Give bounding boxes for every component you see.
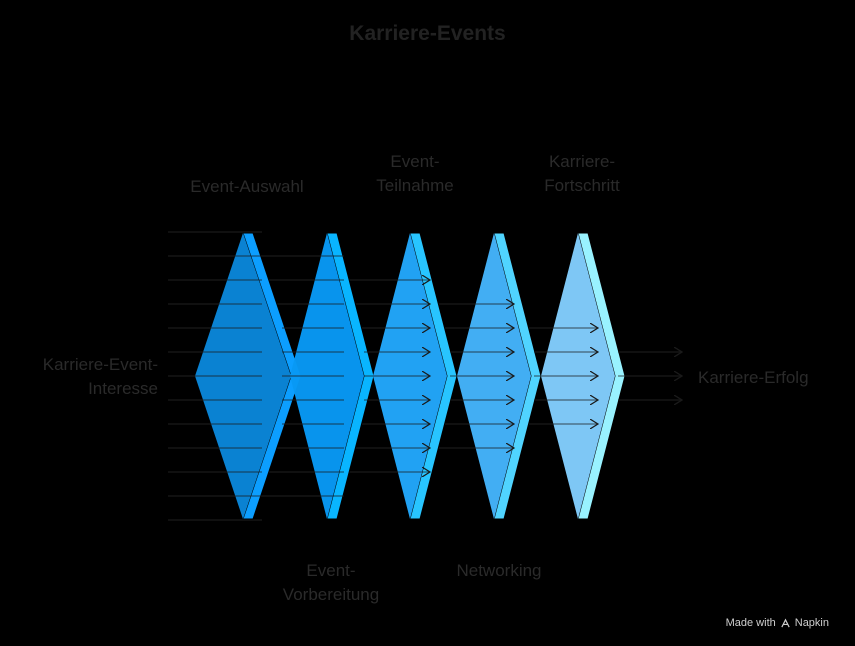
stage-label-event-auswahl: Event-Auswahl bbox=[172, 175, 322, 199]
stage-label-networking: Networking bbox=[424, 559, 574, 583]
stage-label-event-teilnahme: Event- Teilnahme bbox=[340, 150, 490, 198]
input-label-line-2: Interesse bbox=[88, 379, 158, 398]
stage-label-line: Vorbereitung bbox=[282, 585, 380, 604]
watermark-brand: Napkin bbox=[794, 617, 829, 629]
stage-label-line: Fortschritt bbox=[544, 176, 620, 195]
stage-label-line: Event-Auswahl bbox=[190, 177, 304, 196]
output-label: Karriere-Erfolg bbox=[698, 368, 809, 387]
stage-label-line: Karriere- bbox=[548, 152, 616, 171]
input-label-line-1: Karriere-Event- bbox=[42, 355, 158, 374]
stage-label-karriere-fortschritt: Karriere- Fortschritt bbox=[507, 150, 657, 198]
watermark-prefix: Made with bbox=[725, 617, 776, 629]
diagram-title: Karriere-Events bbox=[349, 22, 506, 45]
stage-label-event-vorbereitung: Event- Vorbereitung bbox=[256, 559, 406, 607]
stage-label-line: Event- bbox=[390, 152, 440, 171]
stage-label-line: Networking bbox=[456, 561, 542, 580]
stage-label-line: Event- bbox=[306, 561, 356, 580]
napkin-logo-icon bbox=[781, 618, 790, 627]
napkin-watermark: Made with Napkin bbox=[726, 617, 829, 629]
stage-label-line: Teilnahme bbox=[376, 176, 454, 195]
input-label: Karriere-Event- Interesse bbox=[18, 353, 158, 401]
stage-diamonds bbox=[188, 231, 682, 521]
